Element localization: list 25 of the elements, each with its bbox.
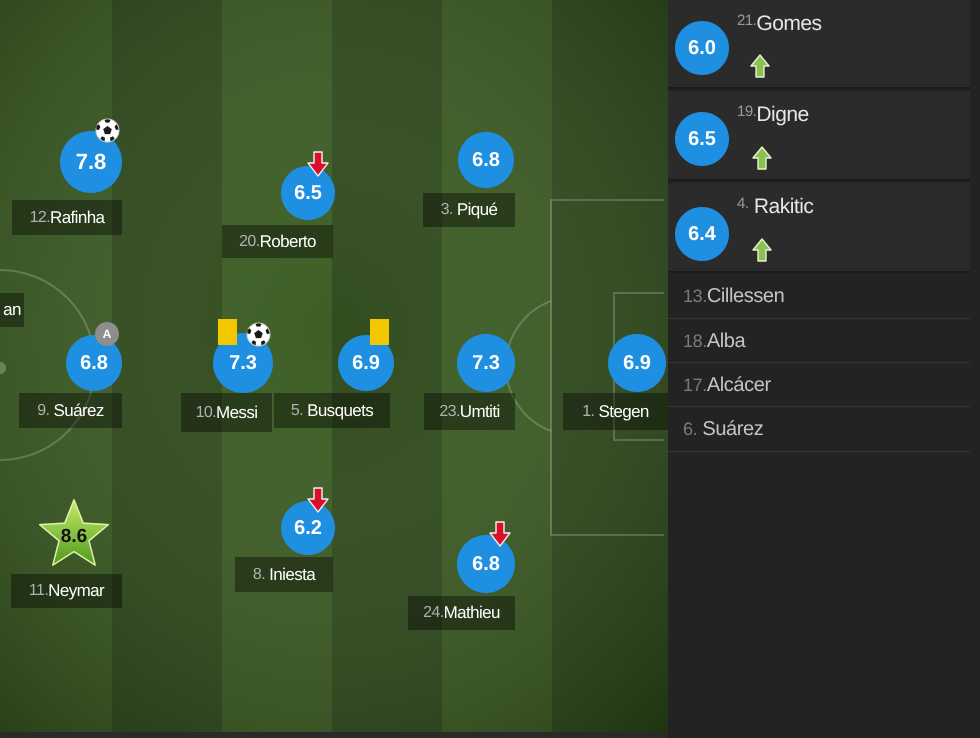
player-name-label: 8. Iniesta (235, 557, 333, 592)
player-name-label: 11.Neymar (11, 574, 122, 608)
player-name-label: 12.Rafinha (12, 200, 122, 235)
player-name-label: 3. Piqué (423, 193, 515, 227)
substitute-row (668, 0, 970, 89)
player-name-label: 23.Umtiti (424, 393, 515, 430)
rating-circle: 6.0 (675, 21, 729, 75)
player-name: $^{21.}$Gomes (737, 12, 822, 36)
player-name: $^{4.}$ Rakitic (737, 195, 814, 219)
player-name-label: 9. Suárez (19, 393, 122, 428)
substitute-name-row: 18.Alba (668, 320, 970, 363)
substitute-name-row: 17.Alcácer (668, 364, 970, 407)
player-name-label: 20.Roberto (222, 225, 333, 258)
player-name: $^{19.}$Digne (737, 103, 809, 127)
substitute-name-row: 13.Cillessen (668, 275, 970, 319)
substitute-name-row: 6. Suárez (668, 408, 970, 452)
player-name-label: an (0, 293, 24, 327)
player-name-label: 1. Stegen (563, 393, 668, 430)
substitute-row (668, 183, 970, 273)
rating-circle: 6.4 (675, 207, 729, 261)
player-name-label: 5. Busquets (274, 393, 390, 428)
rating-circle: 6.5 (675, 112, 729, 166)
player-name-label: 10.Messi (181, 393, 272, 432)
substitute-row (668, 91, 970, 181)
player-name-label: 24.Mathieu (408, 596, 515, 630)
